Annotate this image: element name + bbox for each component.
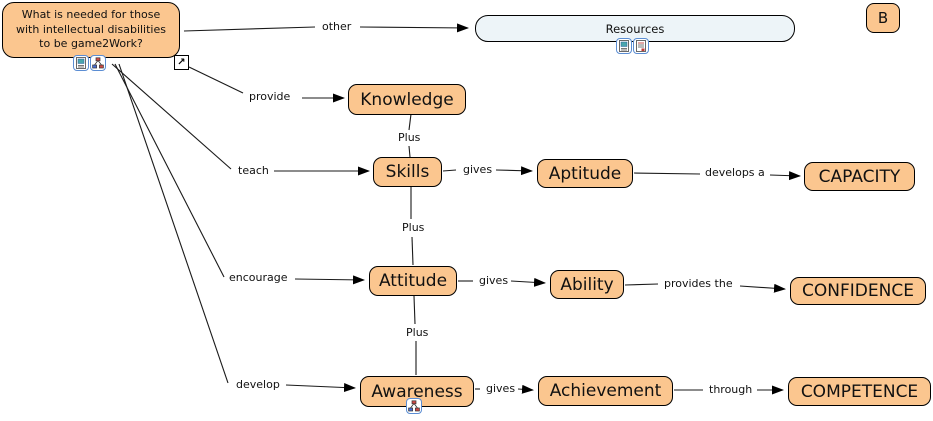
main-node-resource-icons bbox=[73, 55, 106, 71]
concept-confidence[interactable]: CONFIDENCE bbox=[790, 277, 926, 305]
concept-ability[interactable]: Ability bbox=[550, 270, 624, 299]
concept-achievement[interactable]: Achievement bbox=[538, 376, 673, 406]
linking-phrase-provides-the[interactable]: provides the bbox=[662, 277, 735, 290]
concept-knowledge[interactable]: Knowledge bbox=[348, 84, 466, 115]
concept-capacity[interactable]: CAPACITY bbox=[804, 162, 915, 191]
link-line-gives-awareness bbox=[475, 384, 534, 394]
link-line-teach bbox=[111, 63, 370, 176]
linking-phrase-provide[interactable]: provide bbox=[247, 90, 293, 103]
linking-phrase-gives-awareness[interactable]: gives bbox=[484, 382, 518, 395]
link-line-encourage bbox=[114, 63, 365, 285]
linking-phrase-through[interactable]: through bbox=[707, 383, 755, 396]
linking-phrase-gives-skills[interactable]: gives bbox=[461, 163, 495, 176]
image-resource-icon[interactable] bbox=[616, 38, 632, 54]
link-line-provides-the bbox=[624, 283, 786, 293]
concept-skills[interactable]: Skills bbox=[373, 157, 442, 187]
linking-phrase-gives-attitude[interactable]: gives bbox=[477, 274, 511, 287]
concept-attitude[interactable]: Attitude bbox=[369, 266, 457, 296]
link-line-plus-attitude-awareness bbox=[413, 295, 417, 375]
linking-phrase-plus-2[interactable]: Plus bbox=[400, 221, 427, 234]
link-line-develop bbox=[118, 63, 356, 393]
link-line-plus-knowledge-skills bbox=[408, 113, 412, 158]
linking-phrase-plus-1[interactable]: Plus bbox=[396, 131, 423, 144]
shortcut-arrow-icon[interactable]: ↗ bbox=[174, 55, 189, 70]
linking-phrase-develops-a[interactable]: develops a bbox=[703, 166, 767, 179]
linking-phrase-other[interactable]: other bbox=[320, 20, 354, 33]
concept-map-icon[interactable] bbox=[406, 398, 422, 414]
concept-competence[interactable]: COMPETENCE bbox=[788, 377, 931, 406]
link-line-gives-skills bbox=[442, 166, 533, 176]
concept-main-question[interactable]: What is needed for those with intellectu… bbox=[2, 2, 180, 58]
link-line-develops-a bbox=[633, 171, 801, 181]
concept-resources[interactable]: Resources bbox=[475, 15, 795, 42]
linking-phrase-plus-3[interactable]: Plus bbox=[404, 326, 431, 339]
resources-node-resource-icons bbox=[616, 38, 649, 54]
concept-aptitude[interactable]: Aptitude bbox=[537, 159, 633, 188]
awareness-node-resource-icons bbox=[406, 398, 422, 414]
concept-awareness[interactable]: Awareness bbox=[360, 376, 474, 407]
concept-map-icon[interactable] bbox=[90, 55, 106, 71]
link-line-other bbox=[183, 23, 469, 33]
document-resource-icon[interactable] bbox=[633, 38, 649, 54]
linking-phrase-develop[interactable]: develop bbox=[234, 378, 282, 391]
linking-phrase-teach[interactable]: teach bbox=[236, 164, 271, 177]
link-line-provide bbox=[188, 66, 345, 103]
link-line-gives-attitude bbox=[458, 277, 546, 287]
image-resource-icon[interactable] bbox=[73, 55, 89, 71]
concept-annotation-b[interactable]: B bbox=[866, 3, 900, 33]
link-line-plus-skills-attitude bbox=[410, 187, 414, 266]
linking-phrase-encourage[interactable]: encourage bbox=[227, 271, 290, 284]
